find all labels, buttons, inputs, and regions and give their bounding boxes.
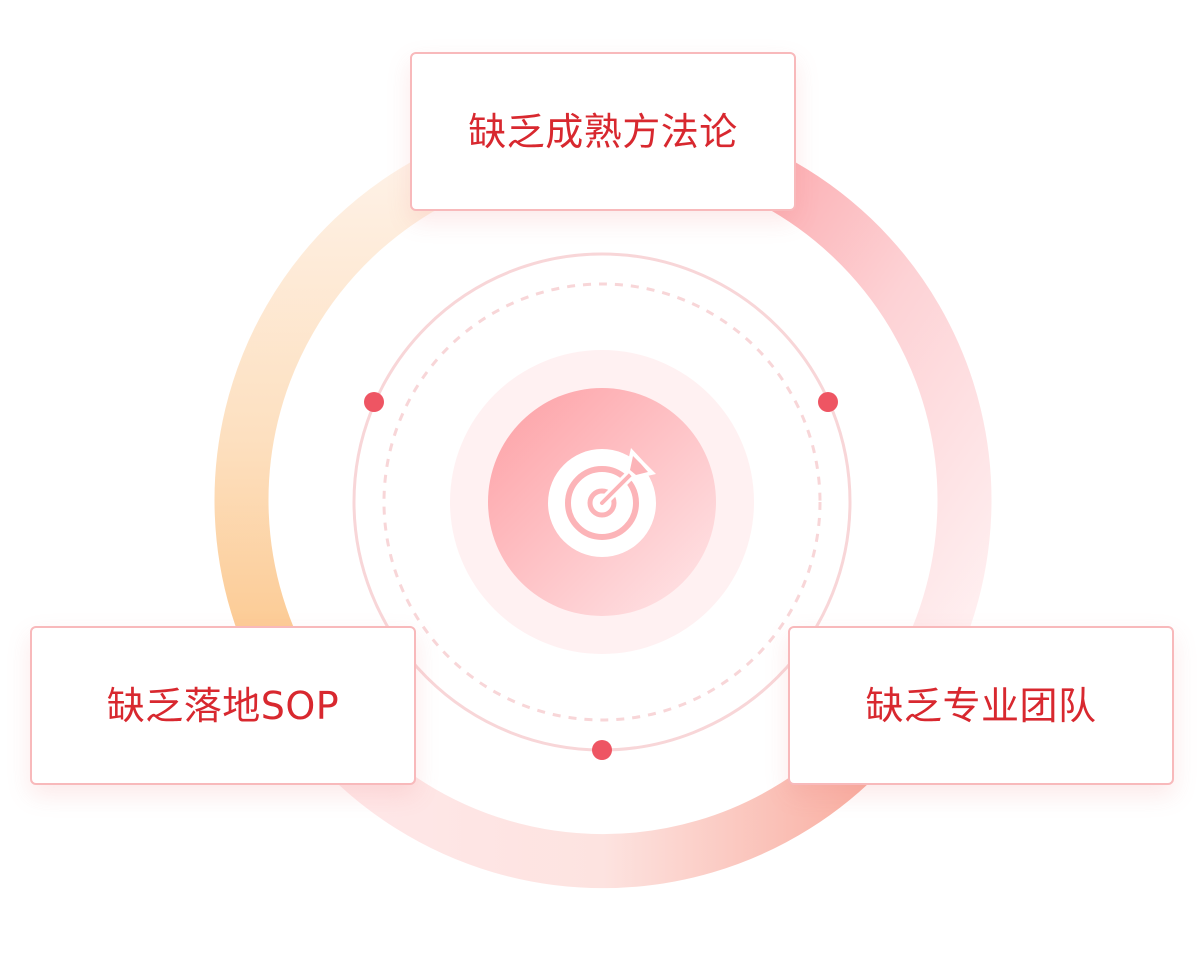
card-left-label: 缺乏落地SOP	[106, 683, 340, 728]
target-arrow-icon	[548, 448, 656, 557]
card-right: 缺乏专业团队	[788, 626, 1174, 785]
node-dot-right	[818, 392, 838, 412]
card-top: 缺乏成熟方法论	[410, 52, 796, 211]
card-top-label: 缺乏成熟方法论	[468, 109, 738, 154]
card-right-label: 缺乏专业团队	[865, 683, 1097, 728]
node-dot-bottom	[592, 740, 612, 760]
card-left: 缺乏落地SOP	[30, 626, 416, 785]
dashed-ring	[382, 282, 822, 722]
node-dot-left	[364, 392, 384, 412]
